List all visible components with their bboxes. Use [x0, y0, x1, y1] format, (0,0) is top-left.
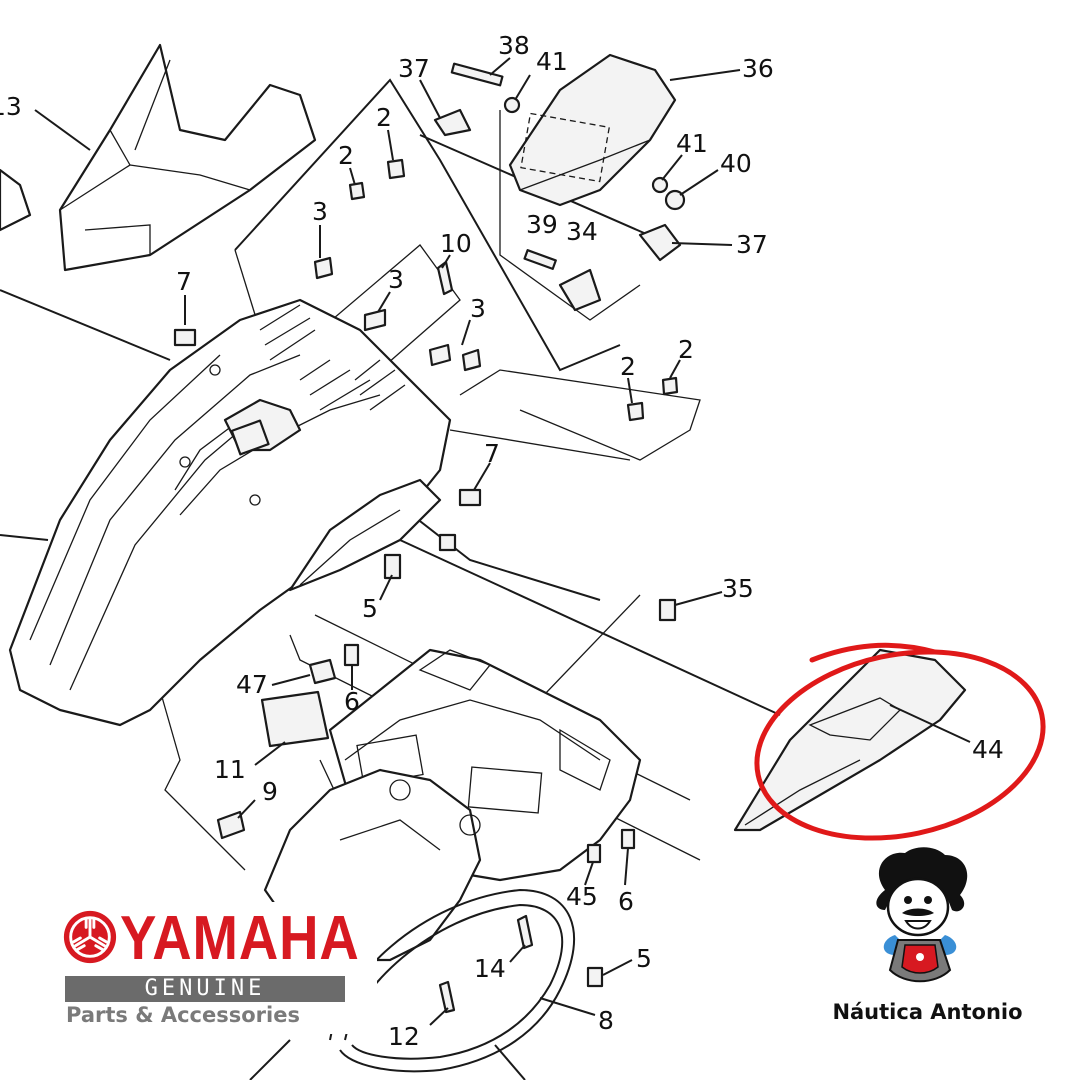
part-left-edge-fragment: [0, 168, 32, 232]
callout-37-top: 37: [398, 54, 430, 83]
callout-5-bottom: 5: [636, 944, 652, 973]
callout-2-b: 2: [338, 141, 354, 170]
callout-6-left: 6: [344, 687, 360, 716]
callout-37-right: 37: [736, 230, 768, 259]
shop-name: Náutica Antonio: [832, 1000, 1023, 1024]
callout-7-mid: 7: [484, 439, 500, 468]
callout-2-d: 2: [678, 335, 694, 364]
callout-36: 36: [742, 54, 774, 83]
callout-45: 45: [566, 882, 598, 911]
callout-labels: 13 7 3 2 2 3 10 3 37 38 41 36 41 40 39 3…: [0, 31, 1004, 1051]
callout-40: 40: [720, 149, 752, 178]
callout-13: 13: [0, 92, 22, 121]
cartoon-caricature-icon: [876, 847, 968, 983]
callout-12: 12: [388, 1022, 420, 1051]
callout-41-top: 41: [536, 47, 568, 76]
callout-leaders: [34, 57, 971, 1026]
callout-11: 11: [214, 755, 246, 784]
callout-2-a: 2: [376, 103, 392, 132]
callout-5-mid: 5: [362, 594, 378, 623]
callout-34: 34: [566, 217, 598, 246]
highlight-circle: [754, 649, 1046, 841]
callout-7-top: 7: [176, 267, 192, 296]
genuine-label: GENUINE: [65, 976, 345, 1002]
callout-6-right: 6: [618, 887, 634, 916]
tuning-forks-icon: [63, 910, 117, 964]
callout-10: 10: [440, 229, 472, 258]
part-44-side-vent-cover: [733, 648, 967, 832]
side-panel: [288, 478, 442, 592]
callout-3-b: 3: [388, 265, 404, 294]
brand-name: YAMAHA: [120, 904, 360, 973]
callout-47: 47: [236, 670, 268, 699]
brand-logo: YAMAHA GENUINE Parts & Accessories: [55, 902, 377, 1034]
part-36-cover: [508, 53, 677, 207]
callout-39: 39: [526, 210, 558, 239]
part-8-rail: [329, 888, 576, 1073]
part-13-trim-cover: [58, 43, 317, 272]
callout-14: 14: [474, 954, 506, 983]
callout-38: 38: [498, 31, 530, 60]
brand-tagline: Parts & Accessories: [66, 1003, 300, 1027]
callout-2-c: 2: [620, 352, 636, 381]
highlight-stroke-top: [809, 642, 938, 663]
hardware-bolts: [173, 62, 686, 1014]
callout-3-c: 3: [470, 294, 486, 323]
rear-deck-frame: [263, 648, 642, 962]
callout-41-right: 41: [676, 129, 708, 158]
callout-9: 9: [262, 777, 278, 806]
callout-44: 44: [972, 735, 1004, 764]
callout-35: 35: [722, 574, 754, 603]
callout-3-a: 3: [312, 197, 328, 226]
main-hull-body: [8, 298, 452, 727]
callout-8: 8: [598, 1006, 614, 1035]
